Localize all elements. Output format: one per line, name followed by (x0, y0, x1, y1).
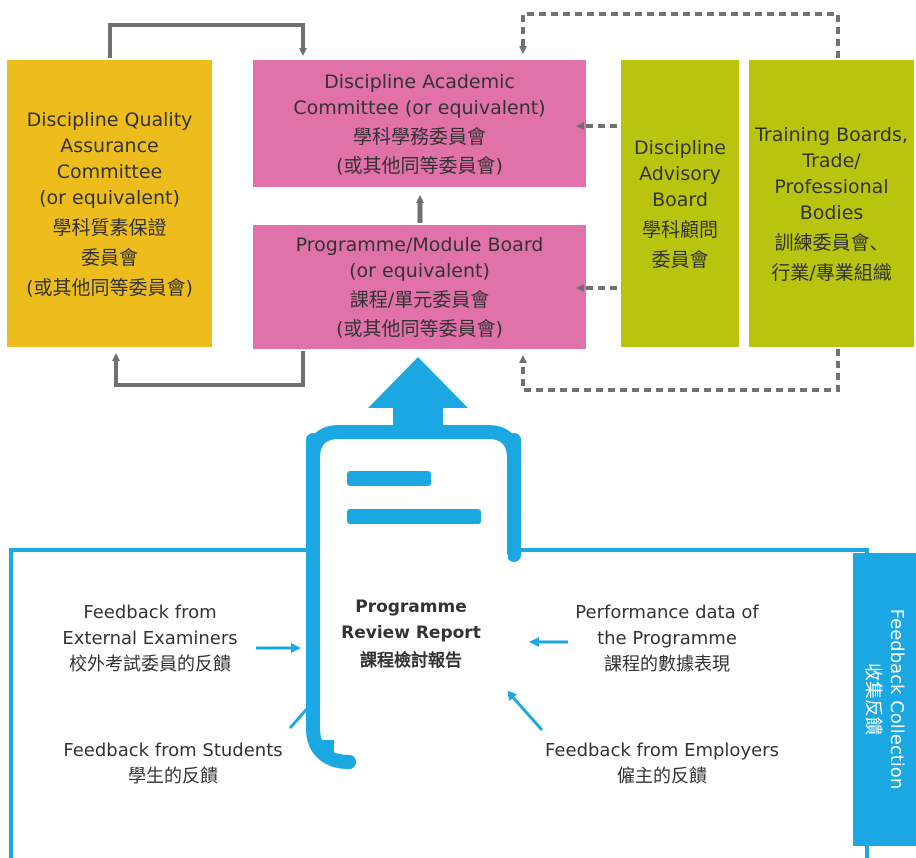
report-title-line-2: Review Report (341, 623, 481, 643)
programme-board-box-bg (253, 225, 586, 349)
report-line-1 (347, 471, 431, 486)
employers-feedback: Feedback from Employers 僱主的反饋 (532, 738, 792, 790)
fb-perf-line-3: 課程的數據表現 (604, 654, 730, 675)
qa-line-1: Discipline Quality (26, 108, 193, 131)
pmb-line-1: Programme/Module Board (295, 234, 544, 256)
training-to-academic-arrow (519, 12, 840, 58)
tb-line-1: Training Boards, (755, 123, 908, 146)
report-title: Programme Review Report 課程檢討報告 (311, 594, 511, 674)
dab-line-4: 學科顧問 (641, 218, 718, 241)
programme-board-box: Programme/Module Board (or equivalent) 課… (253, 225, 586, 349)
qa-line-2: Assurance (60, 134, 159, 157)
tb-line-2: Trade/ (802, 149, 861, 172)
feedback-collection-en: Feedback Collection (886, 608, 907, 790)
report-title-line-1: Programme (355, 597, 467, 617)
advisory-board-box-bg (621, 60, 739, 347)
qa-line-6: 委員會 (80, 246, 138, 269)
training-to-programme-arrow (519, 349, 840, 392)
dab-line-2: Advisory (639, 162, 721, 185)
academic-committee-box-bg (253, 60, 586, 187)
dab-line-1: Discipline (634, 136, 726, 159)
dac-line-1: Discipline Academic (324, 70, 515, 93)
tb-line-3: Professional (774, 175, 889, 198)
performance-data-feedback: Performance data of the Programme 課程的數據表… (548, 600, 786, 678)
pmb-line-2: (or equivalent) (349, 260, 490, 282)
qa-line-4: (or equivalent) (39, 186, 180, 209)
report-up-arrow (368, 357, 468, 432)
qa-line-3: Committee (56, 160, 163, 183)
students-feedback: Feedback from Students 學生的反饋 (38, 738, 308, 790)
fb-stu-line-1: Feedback from Students (63, 740, 283, 761)
training-boards-box-bg (749, 60, 914, 347)
external-examiners-feedback: Feedback from External Examiners 校外考試委員的… (30, 600, 270, 678)
fb-perf-line-1: Performance data of (575, 602, 759, 623)
academic-committee-box: Discipline Academic Committee (or equiva… (253, 60, 586, 187)
report-line-2 (347, 509, 481, 524)
tb-line-5: 訓練委員會、 (774, 231, 889, 254)
quality-assurance-committee-box: Discipline Quality Assurance Committee (… (7, 60, 212, 347)
dac-line-2: Committee (or equivalent) (293, 96, 546, 119)
fb-stu-line-2: 學生的反饋 (128, 766, 218, 787)
advisory-board-box: Discipline Advisory Board 學科顧問 委員會 (621, 60, 739, 347)
qa-to-academic-arrow (108, 23, 307, 58)
feedback-collection-zh: 收集反饋 (862, 662, 883, 735)
fb-ext-line-2: External Examiners (62, 628, 238, 649)
fb-ext-line-3: 校外考試委員的反饋 (69, 654, 231, 675)
tb-line-4: Bodies (799, 201, 864, 224)
report-title-line-3: 課程檢討報告 (360, 651, 462, 671)
fb-perf-line-2: the Programme (597, 628, 737, 649)
fb-emp-line-2: 僱主的反饋 (617, 766, 707, 787)
qa-line-5: 學科質素保證 (52, 216, 167, 239)
dab-line-3: Board (652, 188, 708, 211)
feedback-collection-tab (853, 553, 916, 846)
pmb-line-3: 課程/單元委員會 (349, 289, 490, 311)
dac-line-3: 學科學務委員會 (352, 125, 486, 148)
programme-to-qa-arrow (112, 351, 305, 387)
qa-line-7: (或其他同等委員會) (26, 276, 193, 299)
pmb-line-4: (或其他同等委員會) (336, 318, 503, 340)
fb-ext-line-1: Feedback from (83, 602, 217, 623)
tb-line-6: 行業/專業組織 (771, 261, 892, 284)
dac-line-4: (或其他同等委員會) (336, 154, 503, 177)
employer-feedback-arrow (506, 690, 544, 731)
training-boards-box: Training Boards, Trade/ Professional Bod… (749, 60, 914, 347)
quality-assurance-box-bg (7, 60, 212, 347)
fb-emp-line-1: Feedback from Employers (545, 740, 779, 761)
dab-line-5: 委員會 (651, 248, 709, 271)
feedback-collection-label: Feedback Collection 收集反饋 (860, 609, 908, 789)
